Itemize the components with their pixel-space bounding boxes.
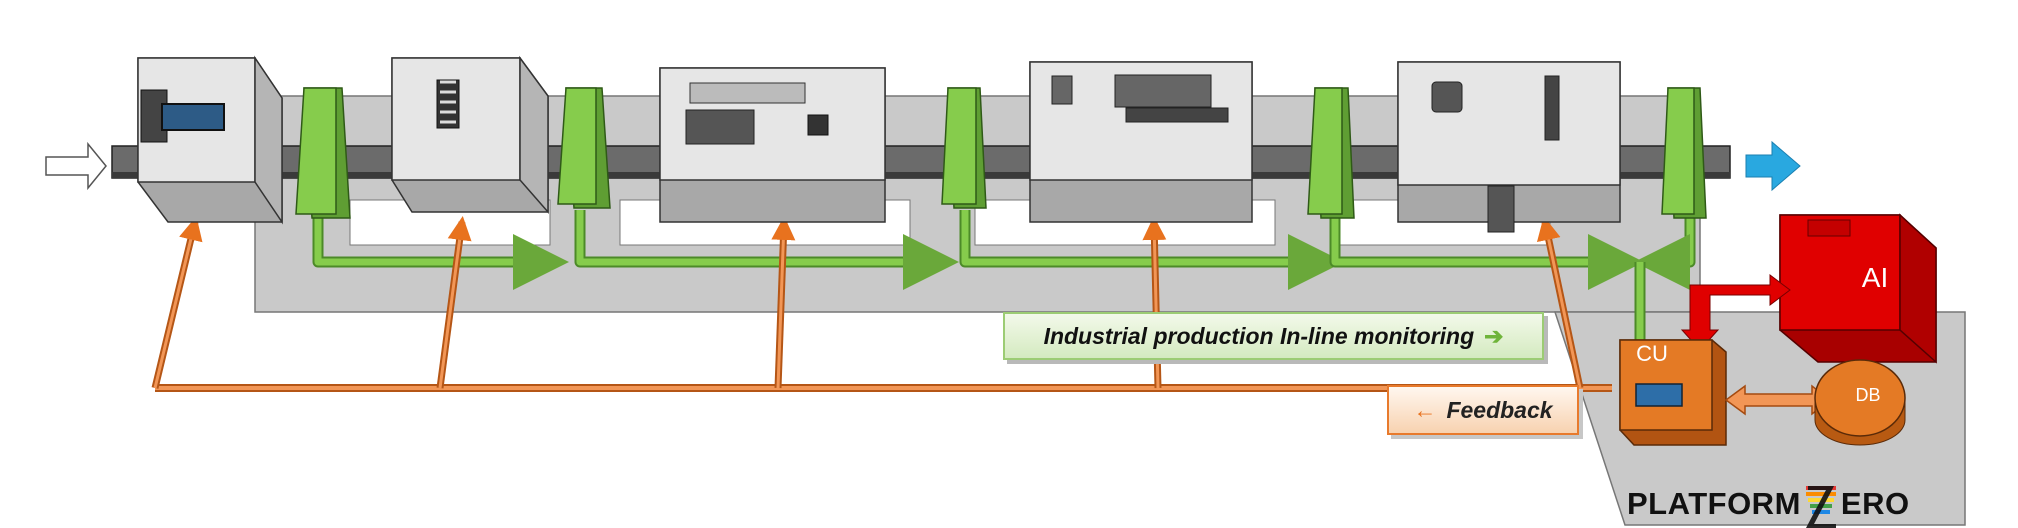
machine-5 — [1397, 61, 1621, 233]
platform-zero-logo: PLATFORM ERO — [1627, 478, 1910, 528]
sensor-2 — [557, 87, 611, 209]
monitoring-label: Industrial production In-line monitoring… — [1003, 312, 1544, 360]
db-label: DB — [1855, 385, 1881, 405]
ai-unit — [1779, 213, 1937, 364]
machine-4 — [1029, 61, 1253, 223]
cu-label: CU — [1636, 341, 1668, 366]
z-logo-icon — [1805, 486, 1836, 528]
sensor-1 — [295, 87, 351, 219]
feedback-label: ← Feedback — [1387, 385, 1579, 435]
machine-3 — [659, 67, 886, 223]
ai-label: AI — [1861, 262, 1889, 293]
sensor-3 — [941, 87, 987, 209]
database — [1814, 359, 1906, 446]
logo-text-platform: PLATFORM — [1627, 486, 1801, 521]
output-arrow-icon — [1745, 140, 1801, 192]
machine-2 — [391, 55, 549, 214]
arrow-left-icon: ← — [1413, 396, 1437, 423]
feedback-flow — [151, 216, 1612, 392]
machine-1 — [137, 55, 283, 225]
feedback-label-text: Feedback — [1446, 396, 1553, 423]
sensor-5 — [1661, 87, 1707, 219]
input-arrow-icon — [45, 141, 107, 191]
control-unit — [1619, 339, 1727, 446]
arrow-right-icon: ➔ — [1484, 322, 1504, 349]
sensor-4 — [1307, 87, 1355, 219]
monitoring-label-text: Industrial production In-line monitoring — [1043, 322, 1475, 349]
monitoring-flow — [312, 210, 1696, 340]
logo-text-ero: ERO — [1840, 486, 1910, 521]
